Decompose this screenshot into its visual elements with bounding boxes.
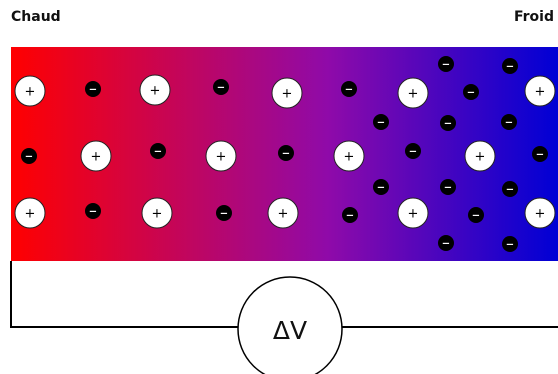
negative-charge [502,236,518,252]
positive-charge [205,140,237,172]
negative-sign: − [89,207,97,218]
negative-sign: − [217,83,225,94]
negative-charge [440,179,456,195]
positive-sign: + [91,150,102,165]
hot-side-label: Chaud [11,9,61,25]
positive-sign: + [408,207,419,222]
positive-charge [271,77,303,109]
negative-charge [501,114,517,130]
negative-charge [150,143,166,159]
negative-charge [502,58,518,74]
negative-sign: − [345,85,353,96]
negative-charge [85,203,101,219]
positive-charge [80,140,112,172]
positive-sign: + [278,207,289,222]
negative-charge [341,81,357,97]
negative-charge [85,81,101,97]
negative-sign: − [442,239,450,250]
positive-charge [524,75,556,107]
cold-side-label: Froid [513,9,554,25]
negative-sign: − [506,240,514,251]
negative-charge [405,143,421,159]
negative-sign: − [467,88,475,99]
positive-sign: + [475,150,486,165]
negative-sign: − [505,118,513,129]
positive-sign: + [535,85,546,100]
positive-charge [267,197,299,229]
positive-sign: + [216,150,227,165]
negative-sign: − [506,185,514,196]
positive-charge [397,197,429,229]
positive-charge [524,197,556,229]
negative-charge [468,207,484,223]
negative-charge [440,115,456,131]
negative-sign: − [220,209,228,220]
positive-charge [464,140,496,172]
negative-sign: − [346,211,354,222]
positive-sign: + [282,87,293,102]
positive-charge [139,74,171,106]
voltmeter [237,276,343,374]
negative-charge [21,148,37,164]
negative-sign: − [472,211,480,222]
positive-charge [333,140,365,172]
positive-sign: + [408,87,419,102]
negative-sign: − [377,118,385,129]
negative-sign: − [536,150,544,161]
positive-charge [14,75,46,107]
negative-sign: − [506,62,514,73]
negative-sign: − [154,147,162,158]
negative-charge [502,181,518,197]
negative-charge [438,56,454,72]
positive-sign: + [150,84,161,99]
positive-charge [141,197,173,229]
negative-sign: − [25,152,33,163]
negative-sign: − [377,183,385,194]
negative-sign: − [89,85,97,96]
negative-sign: − [444,119,452,130]
positive-sign: + [535,207,546,222]
negative-charge [216,205,232,221]
positive-sign: + [25,207,36,222]
positive-charge [14,197,46,229]
circuit-wire [10,261,558,328]
positive-sign: + [344,150,355,165]
positive-sign: + [152,207,163,222]
negative-charge [373,179,389,195]
negative-sign: − [409,147,417,158]
negative-sign: − [282,149,290,160]
negative-charge [213,79,229,95]
negative-sign: − [444,183,452,194]
positive-sign: + [25,85,36,100]
charge-carriers: + + + + + + + + + + + + + + − − − − − − − − − − − − − − − − − − − − − − − [14,56,556,252]
negative-charge [342,207,358,223]
negative-charge [278,145,294,161]
negative-charge [532,146,548,162]
voltmeter-label: ΔV [272,315,308,345]
negative-charge [438,235,454,251]
negative-sign: − [442,60,450,71]
positive-charge [397,77,429,109]
negative-charge [373,114,389,130]
negative-charge [463,84,479,100]
